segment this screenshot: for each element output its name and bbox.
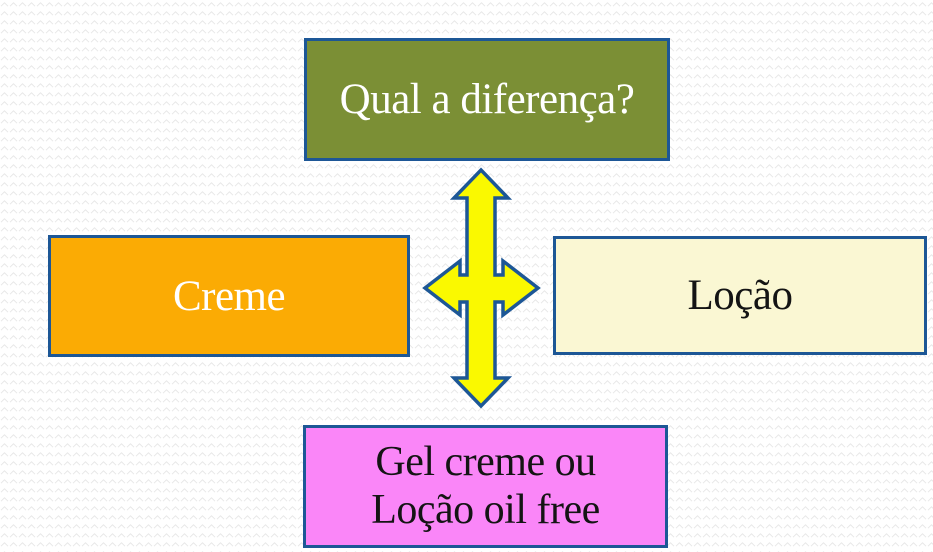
box-creme-label: Creme xyxy=(172,272,286,320)
quad-arrow-icon xyxy=(422,167,541,409)
box-qual-a-diferenca-label: Qual a diferença? xyxy=(339,76,635,123)
box-locao-label: Loção xyxy=(687,272,793,319)
box-qual-a-diferenca: Qual a diferença? xyxy=(304,38,670,161)
box-gel-creme-ou-locao-oil-free: Gel creme ou Loção oil free xyxy=(303,425,668,548)
box-locao: Loção xyxy=(553,236,927,355)
box-gel-creme-ou-locao-oil-free-label: Gel creme ou Loção oil free xyxy=(371,439,600,533)
quad-arrow-shape xyxy=(422,167,541,409)
box-creme: Creme xyxy=(48,235,410,357)
